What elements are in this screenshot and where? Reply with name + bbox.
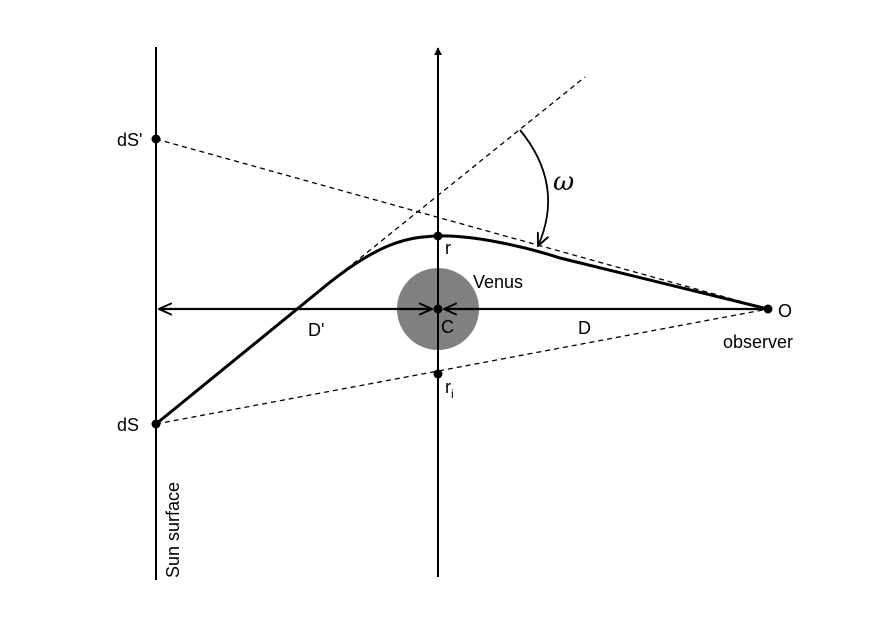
dashed-tangent-line [317,76,586,293]
point-r [433,231,443,241]
omega-arc [519,129,548,246]
point-ds-prime [151,134,161,144]
dashed-line-ds [155,308,769,425]
point-c [433,304,443,314]
dashed-line-ds-prime [155,138,769,310]
label-ri-sub: i [451,387,454,401]
label-observer: observer [723,332,793,352]
label-d: D [578,318,591,338]
label-d-prime: D' [308,320,324,340]
label-c: C [441,317,454,337]
label-ri-main: r [445,377,451,397]
point-ds [151,419,161,429]
point-ri [433,369,443,379]
label-sun-surface: Sun surface [163,482,183,578]
label-ds-prime: dS' [117,130,142,150]
label-venus: Venus [473,272,523,292]
label-omega: ω [553,167,574,197]
label-o: O [778,301,792,321]
label-r: r [445,238,451,258]
label-ds: dS [117,415,139,435]
point-o [763,304,773,314]
label-ri: ri [445,377,454,401]
